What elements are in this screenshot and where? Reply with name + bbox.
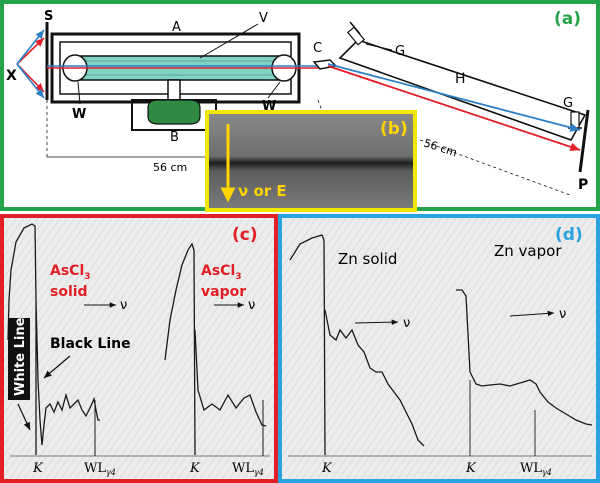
tick-k-d1: K	[321, 461, 333, 476]
label-ascl3-solid: AsCl3	[50, 263, 91, 282]
panel-d-frame	[278, 214, 600, 483]
label-x: X	[6, 68, 17, 84]
tick-wl-2: WLγ4	[232, 461, 264, 477]
tick-k-2: K	[189, 461, 201, 476]
ray-blue-reflected	[327, 63, 581, 132]
tick-k-d2: K	[465, 461, 477, 476]
tick-k-1: K	[32, 461, 44, 476]
screw-g-right	[570, 111, 580, 129]
label-ascl3-vapor: AsCl3	[201, 263, 242, 282]
ray-blue-1	[16, 29, 45, 65]
panel-b-label: (b)	[380, 119, 408, 139]
label-b: B	[170, 130, 179, 145]
label-h: H	[455, 71, 466, 87]
label-p: P	[578, 177, 588, 193]
black-line-label: Black Line	[50, 336, 131, 352]
panel-d: Zn solid Zn vapor ν ν K K WLγ4 (d)	[278, 214, 600, 483]
tick-wl-1: WLγ4	[84, 461, 116, 477]
trace-ascl3-vapor	[164, 242, 267, 456]
label-zn-solid: Zn solid	[338, 250, 397, 268]
plate-p	[578, 109, 590, 173]
dist-left: 56 cm	[153, 161, 187, 174]
label-zn-vapor: Zn vapor	[494, 242, 562, 260]
nu-label-1: ν	[120, 298, 127, 313]
panel-b-frame	[205, 110, 417, 212]
nu-label-d1: ν	[403, 316, 410, 331]
label-s: S	[44, 9, 53, 24]
label-g-left: G	[395, 44, 405, 59]
ray-blue-2	[16, 63, 45, 99]
nu-label-d2: ν	[559, 307, 566, 322]
panel-c-frame	[0, 214, 278, 483]
white-line-arrow	[17, 403, 31, 431]
panel-c: AsCl3 solid ν AsCl3 vapor ν White Line B…	[0, 214, 278, 483]
dimension-right	[419, 139, 571, 196]
black-line-arrow	[43, 355, 71, 379]
label-w-left: W	[72, 107, 86, 122]
trace-zn-solid	[289, 234, 425, 456]
label-a: A	[172, 20, 181, 35]
arrow-nu-e-label: ν or E	[238, 182, 287, 200]
panel-c-label: (c)	[232, 225, 258, 245]
label-g-right: G	[563, 96, 573, 111]
vessel-b	[147, 99, 201, 125]
panel-b: ν or E (b)	[205, 110, 417, 212]
label-ascl3-vapor-state: vapor	[201, 284, 246, 300]
ray-red-reflected	[327, 65, 581, 152]
panel-a-label: (a)	[554, 9, 581, 29]
trace-ascl3-solid	[7, 223, 100, 455]
nu-label-2: ν	[248, 298, 255, 313]
ray-red-1	[16, 37, 45, 65]
trace-zn-vapor	[456, 289, 593, 426]
label-ascl3-solid-state: solid	[50, 284, 88, 300]
label-c: C	[313, 41, 322, 56]
tick-wl-d: WLγ4	[520, 461, 552, 477]
nu-arrow-d2	[509, 310, 555, 317]
panel-d-label: (d)	[555, 225, 583, 245]
white-line-label: White Line	[13, 317, 28, 396]
label-v: V	[259, 11, 268, 26]
nu-arrow-d1	[354, 319, 399, 325]
panel-a: S X A V W W B C H	[0, 0, 600, 211]
white-line-box	[8, 318, 30, 400]
